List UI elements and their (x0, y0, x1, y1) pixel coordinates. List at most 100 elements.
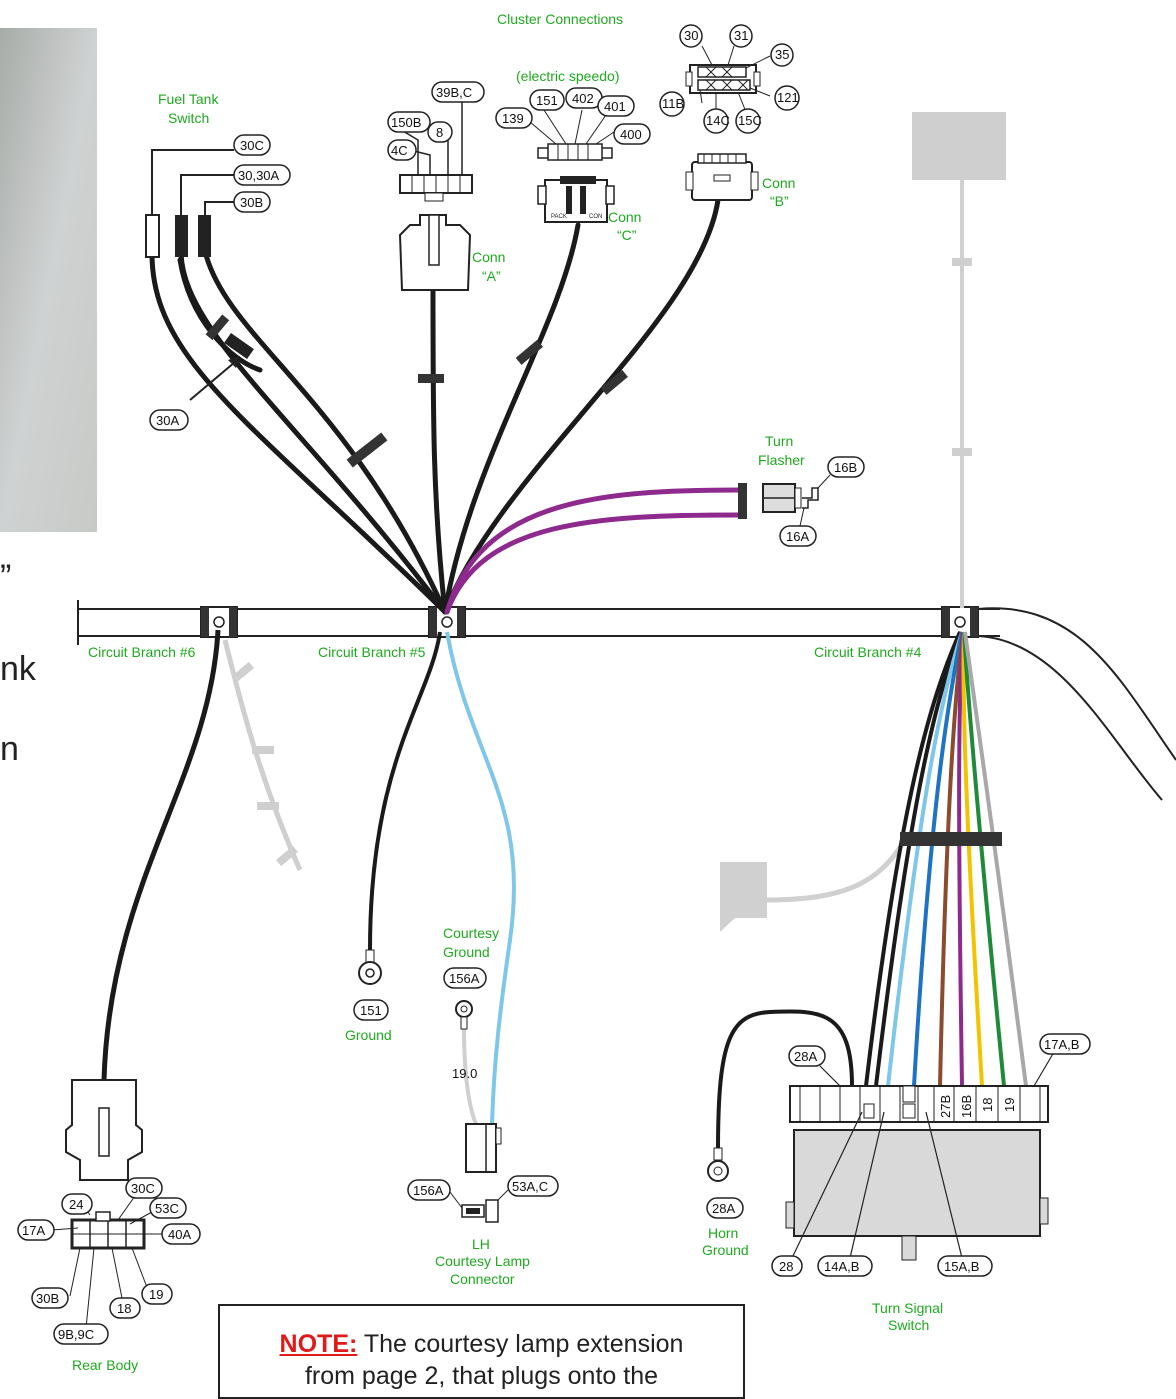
note-line-1: NOTE: The courtesy lamp extension (220, 1328, 743, 1360)
svg-text:30: 30 (684, 28, 698, 43)
svg-text:39B,C: 39B,C (436, 85, 472, 100)
lh-courtesy-title-2: Courtesy Lamp (435, 1253, 530, 1269)
circuit-tag-30-30a: 30,30A (233, 164, 291, 186)
circuit-tag-53ac: 53A,C (507, 1175, 559, 1197)
switch-pin-19: 19 (1002, 1098, 1017, 1112)
svg-text:139: 139 (502, 111, 524, 126)
svg-text:156A: 156A (449, 971, 480, 986)
measure-19-0: 19.0 (452, 1066, 477, 1081)
circuit-tag-28a-top: 28A (788, 1045, 826, 1067)
svg-text:CON: CON (589, 214, 602, 220)
circuit-tag-401: 401 (597, 95, 635, 117)
circuit-tag-14c: 14C (703, 108, 730, 134)
svg-text:11B: 11B (662, 96, 684, 111)
switch-pin-18: 18 (980, 1098, 995, 1112)
svg-text:401: 401 (604, 99, 626, 114)
svg-text:14C: 14C (706, 113, 730, 128)
branch-label-5: Circuit Branch #5 (318, 644, 426, 660)
note-key: NOTE: (279, 1330, 358, 1358)
circuit-tag-8: 8 (427, 121, 453, 143)
turn-flasher-connector (762, 474, 831, 527)
svg-text:28A: 28A (794, 1049, 817, 1064)
turn-signal-switch-title-1: Turn Signal (872, 1300, 943, 1316)
branch-label-4: Circuit Branch #4 (814, 644, 922, 660)
ghost-connector-turn-signal (720, 838, 908, 932)
switch-leader-lines (791, 1051, 1055, 1259)
svg-text:PACK: PACK (551, 214, 567, 220)
photo-panel (0, 28, 97, 532)
circuit-tag-14ab: 14A,B (817, 1255, 873, 1277)
svg-text:30A: 30A (156, 413, 179, 428)
circuit-tag-4c: 4C (387, 139, 417, 161)
turn-flasher-title-1: Turn (765, 433, 793, 449)
circuit-tag-400: 400 (613, 123, 651, 145)
circuit-tag-r24: 24 (61, 1193, 93, 1215)
circuit-tag-139: 139 (495, 107, 533, 129)
circuit-tag-39bc: 39B,C (431, 81, 485, 103)
note-line-2: from page 2, that plugs onto the (304, 1362, 658, 1390)
svg-text:17A,B: 17A,B (1044, 1037, 1079, 1052)
circuit-tag-r17a: 17A (17, 1219, 55, 1241)
svg-text:151: 151 (360, 1003, 382, 1018)
circuit-tag-15c: 15C (735, 108, 762, 134)
wire-ground-151 (358, 631, 442, 985)
ghost-connector-top-right (912, 112, 1006, 608)
conn-c-label-2: “C” (617, 227, 637, 243)
lh-courtesy-title-3: Connector (450, 1271, 515, 1287)
ghost-branch-6-wire (222, 639, 303, 872)
svg-text:30C: 30C (131, 1181, 155, 1196)
connector-c: PACK CON (537, 176, 615, 223)
svg-text:150B: 150B (391, 115, 421, 130)
horn-ground-wire (707, 1009, 854, 1182)
tie-wrap-branch-4 (900, 832, 1002, 846)
courtesy-ground-eyelet (455, 1000, 473, 1030)
rear-body-label: Rear Body (72, 1357, 138, 1373)
svg-text:30C: 30C (240, 138, 264, 153)
svg-text:30,30A: 30,30A (238, 168, 280, 183)
svg-text:17A: 17A (22, 1223, 45, 1238)
rear-body-connector (51, 1195, 162, 1329)
svg-text:151: 151 (536, 93, 558, 108)
horn-ground-title-1: Horn (708, 1225, 738, 1241)
circuit-tag-30-top: 30 (679, 24, 703, 48)
fuel-tank-switch-connectors (145, 149, 234, 258)
left-text-quote: ” (0, 558, 11, 596)
courtesy-lamp-connector (449, 1123, 509, 1223)
circuit-tag-156a-top: 156A (443, 967, 487, 989)
lh-courtesy-title-1: LH (472, 1236, 490, 1252)
circuit-tag-28: 28 (771, 1255, 803, 1277)
svg-text:28: 28 (779, 1259, 793, 1274)
svg-text:16B: 16B (834, 460, 857, 475)
cluster-connections-title: Cluster Connections (497, 11, 623, 27)
courtesy-ground-title-2: Ground (443, 944, 490, 960)
circuit-tag-r9b9c: 9B,9C (53, 1323, 109, 1345)
circuit-tag-31: 31 (729, 24, 753, 48)
speedo-connector (529, 109, 615, 161)
tie-wraps-upper (205, 314, 747, 519)
circuit-tag-r53c: 53C (149, 1197, 187, 1219)
circuit-tag-16b: 16B (827, 456, 865, 478)
turn-signal-switch-title-2: Switch (888, 1317, 929, 1333)
circuit-tag-15ab: 15A,B (937, 1255, 993, 1277)
fuse-30a: 30A (149, 333, 254, 431)
svg-text:35: 35 (775, 47, 789, 62)
fuel-tank-switch-title-1: Fuel Tank (158, 91, 219, 107)
conn-b-label-1: Conn (762, 175, 795, 191)
wire-courtesy-lamp (445, 631, 516, 1125)
circuit-tag-11b: 11B (659, 91, 685, 117)
svg-text:19: 19 (149, 1287, 163, 1302)
switch-pin-16b: 16B (959, 1095, 974, 1118)
circuit-tag-r30b: 30B (31, 1287, 69, 1309)
svg-text:156A: 156A (413, 1183, 444, 1198)
circuit-tag-150b: 150B (387, 111, 431, 133)
circuit-tag-28a-bottom: 28A (706, 1197, 744, 1219)
circuit-tag-16a: 16A (779, 525, 817, 547)
circuit-tag-156a-bottom: 156A (407, 1179, 451, 1201)
left-text-n: n (0, 730, 19, 768)
turn-signal-switch-connector (789, 1085, 1049, 1123)
svg-text:53A,C: 53A,C (512, 1179, 548, 1194)
cluster-connector (685, 45, 771, 113)
svg-text:31: 31 (734, 28, 748, 43)
svg-text:121: 121 (777, 90, 799, 105)
